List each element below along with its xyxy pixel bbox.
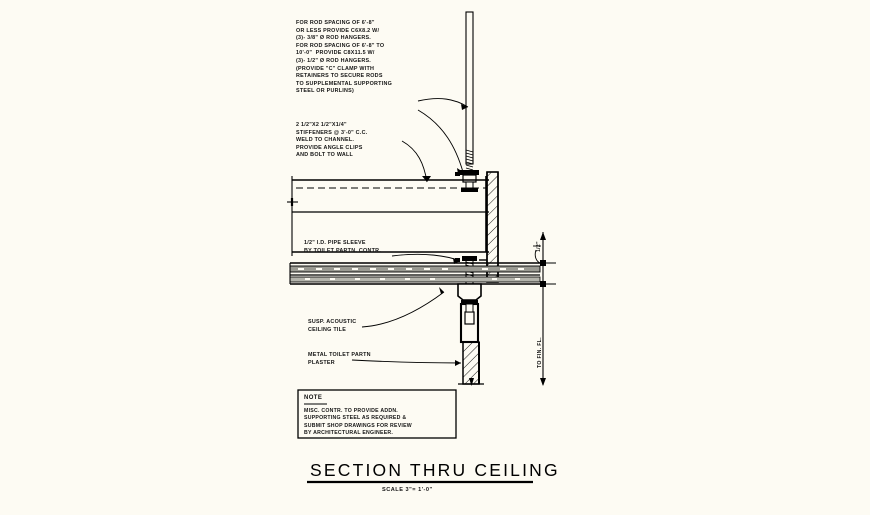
wall-section (486, 171, 499, 283)
rod-spacing-note: FOR ROD SPACING OF 6'-8" OR LESS PROVIDE… (296, 20, 393, 95)
hanger-rod (455, 11, 479, 192)
dimension-lines (520, 232, 556, 386)
note-box-body: MISC. CONTR. TO PROVIDE ADDN. SUPPORTING… (304, 408, 412, 437)
dimension-half-inch: 1/2" (536, 241, 542, 252)
pipe-sleeve-note: 1/2" I.D. PIPE SLEEVE BY TOILET PARTN. C… (304, 240, 382, 254)
suspended-ceiling-assembly (289, 262, 541, 285)
support-channel (287, 176, 489, 256)
leader-arrowheads (422, 104, 468, 366)
leader-lines (351, 98, 469, 364)
toilet-partition-post (457, 283, 484, 386)
note-box-heading: NOTE (304, 395, 323, 401)
partition-note: METAL TOILET PARTN PLASTER (308, 352, 371, 366)
page-title: SECTION THRU CEILING (310, 460, 560, 480)
scale-label: SCALE 3"= 1'-0" (382, 487, 433, 493)
ceiling-tile-note: SUSP. ACOUSTIC CEILING TILE (308, 319, 357, 333)
dimension-to-finish-floor: TO FIN. FL. (537, 337, 543, 368)
stiffener-note: 2 1/2"X2 1/2"X1/4" STIFFENERS @ 3'-0" C.… (296, 122, 368, 159)
note-box-frame (297, 389, 457, 439)
